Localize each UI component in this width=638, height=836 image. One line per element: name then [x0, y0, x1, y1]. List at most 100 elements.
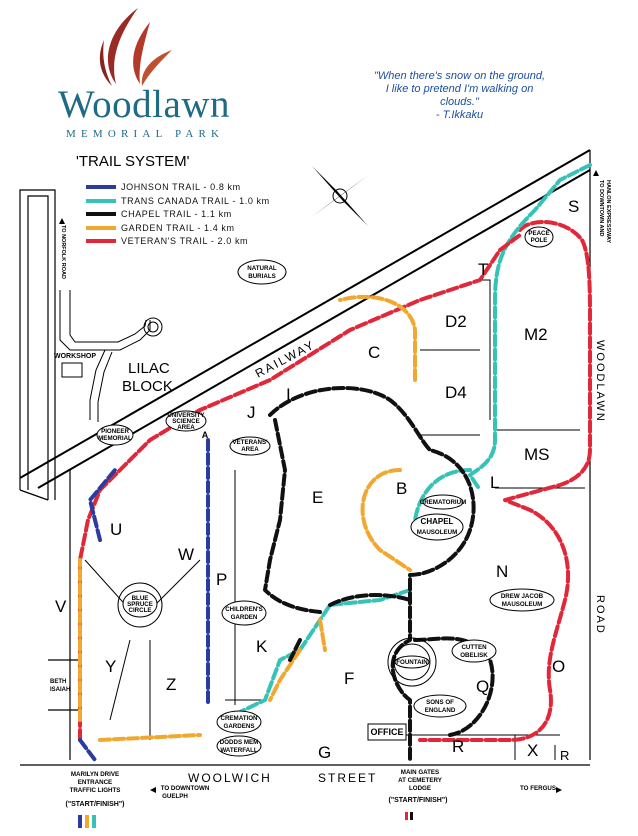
legend-garden: GARDEN TRAIL - 1.4 km [86, 222, 235, 234]
legend-label: CHAPEL TRAIL - 1.1 km [121, 209, 232, 219]
isaiah-label: ISAIAH [50, 687, 70, 693]
university-label: UNIVERSITY [167, 412, 205, 419]
section-t: T [478, 260, 488, 279]
crematorium-label: CREMATORIUM [420, 499, 467, 506]
lilac-block [59, 290, 163, 422]
section-l: L [490, 473, 499, 492]
memorial-label: MEMORIAL [98, 435, 132, 442]
downtown-label: TO DOWNTOWN [161, 785, 210, 792]
pole-label: POLE [531, 237, 548, 244]
peace-label: PEACE [528, 230, 549, 237]
start-finish-marks [78, 812, 413, 828]
rotated-road-labels: TO NORFOLK ROAD TO DOWNTOWN AND HANLON E… [60, 180, 611, 279]
woolwich-label: WOOLWICH [188, 771, 272, 785]
chapel-mausoleum-label: MAUSOLEUM [417, 529, 458, 536]
landmark-circles [117, 582, 437, 687]
main-gates-label: MAIN GATES [401, 769, 439, 776]
section-m2: M2 [524, 325, 548, 344]
legend-label: GARDEN TRAIL - 1.4 km [121, 223, 235, 233]
section-ms: MS [524, 445, 550, 464]
section-b: B [396, 479, 407, 498]
legend-label: JOHNSON TRAIL - 0.8 km [121, 182, 241, 192]
veterans-trail [418, 219, 592, 742]
waterfall-label: WATERFALL [220, 747, 258, 754]
burials-label: BURIALS [248, 273, 276, 280]
legend-swatch [86, 199, 116, 203]
pioneer-label: PIONEER [101, 428, 129, 435]
block-label: BLOCK [122, 378, 173, 395]
johnson-trail [78, 438, 210, 762]
map-title: 'TRAIL SYSTEM' [76, 153, 190, 170]
legend-johnson: JOHNSON TRAIL - 0.8 km [86, 181, 241, 193]
arrow-left-icon [150, 787, 156, 793]
beth-label: BETH [50, 679, 66, 685]
section-k: K [256, 637, 268, 656]
logo-wordmark: Woodlawn [58, 83, 230, 126]
section-y: Y [105, 657, 116, 676]
lodge-label: LODGE [409, 785, 431, 792]
legend-swatch [86, 239, 116, 243]
section-g: G [318, 743, 331, 762]
at-cemetery-label: AT CEMETERY [398, 777, 443, 784]
circle-label: CIRCLE [128, 607, 151, 614]
section-r-small: R [560, 748, 569, 763]
logo-subtitle: MEMORIAL PARK [66, 128, 225, 140]
workshop-label: WORKSHOP [54, 353, 96, 360]
marilyn-label: MARILYN DRIVE [71, 771, 119, 778]
chapel-label: CHAPEL [421, 517, 454, 526]
section-e: E [312, 488, 323, 507]
section-q: Q [476, 677, 489, 696]
quote-author: - T.Ikkaku [435, 109, 484, 121]
trail-routes [78, 163, 592, 762]
start-finish-main-label: ("START/FINISH") [388, 797, 447, 804]
chapel-trail [263, 386, 495, 762]
area-labels: LILAC BLOCK WORKSHOP RAILWAY WOODLAWN RO… [50, 337, 606, 785]
section-s: S [568, 197, 579, 216]
dodds-label: DODDS MEM [220, 739, 259, 746]
section-v: V [55, 597, 67, 616]
road-label: ROAD [594, 595, 606, 635]
legend-label: VETERAN'S TRAIL - 2.0 km [121, 236, 249, 246]
natural-label: NATURAL [247, 265, 277, 272]
arrow-up-icon [593, 170, 599, 176]
start-finish-west-label: ("START/FINISH") [65, 801, 124, 808]
section-letters: S T D2 M2 D4 MS C I J B L E U W V P N K … [55, 197, 579, 763]
arrow-right-icon [556, 787, 562, 793]
drew-mausoleum-label: MAUSOLEUM [502, 601, 543, 608]
entrance-label: ENTRANCE [78, 779, 112, 786]
section-o: O [552, 657, 565, 676]
section-n: N [496, 562, 508, 581]
norfolk-label: TO NORFOLK ROAD [60, 225, 66, 279]
legend-veterans: VETERAN'S TRAIL - 2.0 km [86, 235, 248, 247]
section-x: X [527, 741, 538, 760]
section-d4: D4 [445, 383, 467, 402]
cutten-label: CUTTEN [461, 644, 487, 651]
section-w: W [178, 545, 194, 564]
spruce-label: SPRUCE [127, 601, 153, 608]
garden-trail [78, 294, 417, 742]
section-u: U [110, 520, 122, 539]
section-d2: D2 [445, 312, 467, 331]
section-r: R [452, 737, 464, 756]
legend-swatch [86, 226, 116, 230]
woodlawn-road-label: WOODLAWN [594, 340, 606, 423]
office-label: OFFICE [371, 727, 404, 737]
guelph-label: GUELPH [162, 793, 188, 800]
quote-text: "When there's snow on the ground, I like… [373, 70, 546, 108]
expressway-label-2: HANLON EXPRESSWAY [605, 180, 611, 243]
traffic-lights-label: TRAFFIC LIGHTS [70, 787, 121, 794]
compass-icon [310, 166, 370, 226]
england-label: ENGLAND [425, 707, 456, 714]
garden-label: GARDEN [231, 614, 258, 621]
arrow-up-icon [59, 218, 65, 224]
landmark-ovals [96, 226, 555, 757]
legend-trans-canada: TRANS CANADA TRAIL - 1.0 km [86, 195, 270, 207]
univ-area-label: AREA [177, 424, 195, 431]
lilac-label: LILAC [128, 360, 170, 377]
cremation-label: CREMATION [220, 715, 258, 722]
legend-swatch [86, 185, 116, 189]
gardens-label: GARDENS [224, 723, 255, 730]
legend-swatch [86, 212, 116, 216]
science-label: SCIENCE [172, 418, 200, 425]
